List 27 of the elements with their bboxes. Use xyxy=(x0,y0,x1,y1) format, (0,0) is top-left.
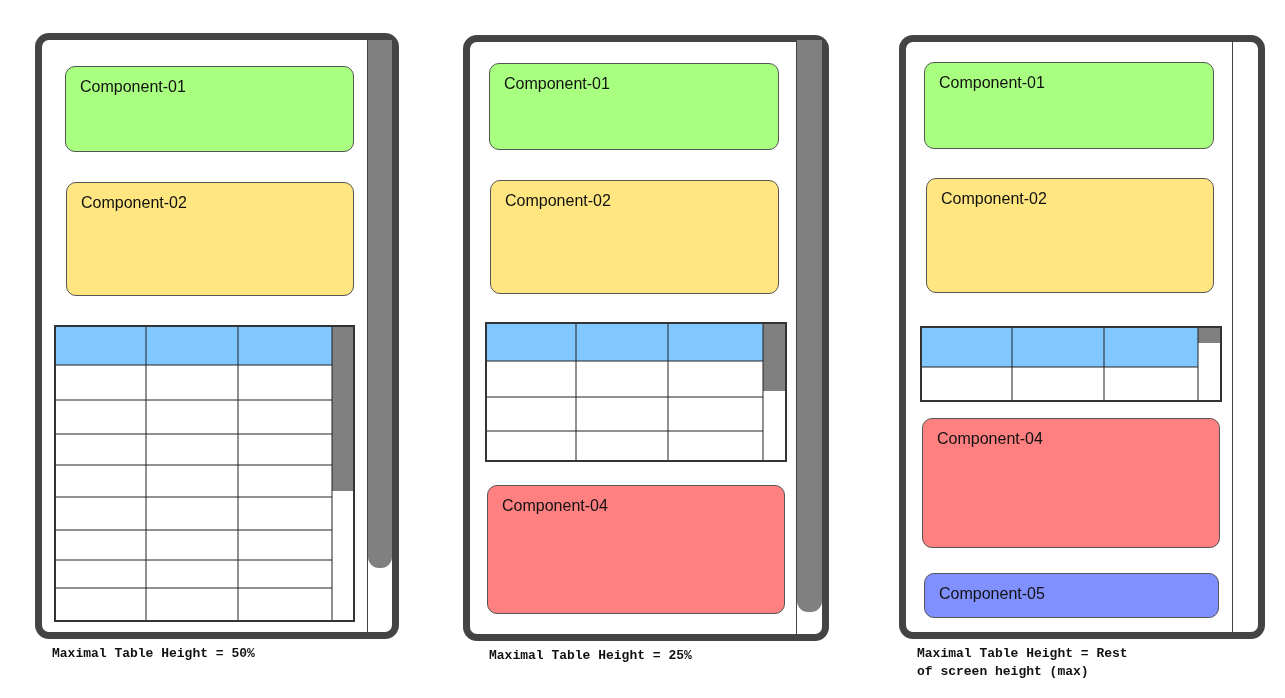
phone-screen-frame xyxy=(899,35,1265,639)
data-table xyxy=(485,322,787,462)
component-label: Component-01 xyxy=(939,74,1045,92)
component-label: Component-02 xyxy=(505,192,611,210)
component-label: Component-02 xyxy=(941,190,1047,208)
component-card xyxy=(489,63,779,150)
component-label: Component-01 xyxy=(80,78,186,96)
caption-text: Maximal Table Height = 50% xyxy=(52,645,256,663)
component-label: Component-01 xyxy=(504,75,610,93)
component-card xyxy=(924,573,1219,618)
component-card xyxy=(490,180,779,294)
component-card xyxy=(65,66,354,152)
caption-text: Maximal Table Height = Rest of screen height (max) xyxy=(917,645,1129,681)
component-card xyxy=(924,62,1214,149)
component-label: Component-04 xyxy=(937,430,1043,448)
component-card xyxy=(487,485,785,614)
data-table xyxy=(54,325,355,622)
component-label: Component-05 xyxy=(939,585,1045,603)
component-label: Component-04 xyxy=(502,497,608,515)
component-card xyxy=(926,178,1214,293)
phone-screen-frame xyxy=(463,35,829,641)
component-label: Component-02 xyxy=(81,194,187,212)
component-card xyxy=(922,418,1220,548)
data-table xyxy=(920,326,1222,402)
caption-text: Maximal Table Height = 25% xyxy=(489,647,693,665)
component-card xyxy=(66,182,354,296)
phone-screen-frame xyxy=(35,33,399,639)
